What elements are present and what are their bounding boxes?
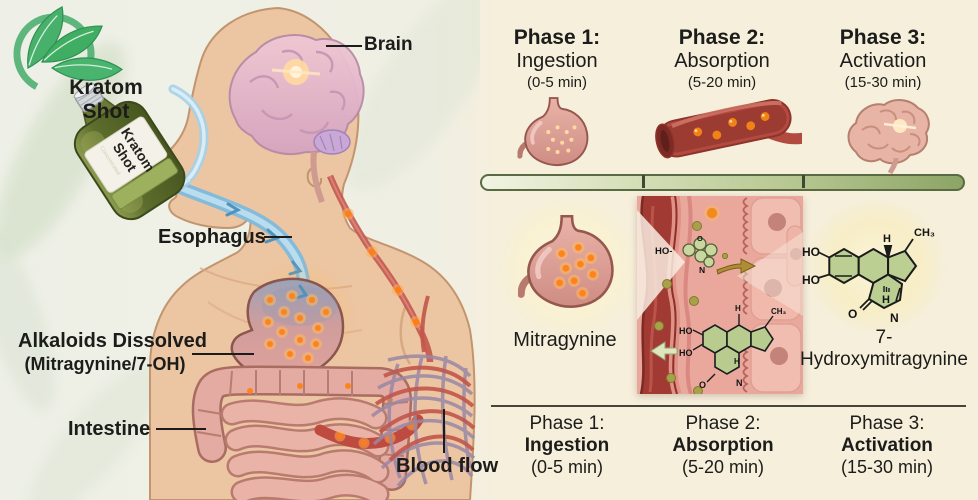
- timeline-divider-1: [642, 175, 645, 188]
- phase-2-summary-name: Absorption: [672, 435, 774, 456]
- phase-3-name: Activation: [839, 50, 927, 72]
- alkaloids-label-line1: Alkaloids Dissolved: [18, 330, 207, 352]
- body-illustration: Kratom Shot Concentrated: [0, 0, 480, 500]
- blood-flow-label: Blood flow: [396, 455, 499, 477]
- alkaloid-dots: [262, 290, 332, 364]
- brand-title-line1: Kratom: [69, 76, 143, 99]
- chem-n: N: [890, 311, 899, 325]
- panel2-h: H: [735, 304, 741, 313]
- phase-1-header: Phase 1: Ingestion (0-5 min): [472, 26, 642, 92]
- bottom-divider: [491, 405, 966, 407]
- alkaloids-leader-line: [192, 353, 254, 355]
- esophagus-label: Esophagus: [158, 226, 266, 248]
- absorption-panel: HO- O N HO HO H CH₃ H: [637, 195, 804, 396]
- panel2-h2: H: [734, 357, 740, 366]
- blood-flow-leader-line: [443, 409, 445, 453]
- panel2-ch3: CH₃: [771, 307, 787, 316]
- panel2-ho-bottom: HO: [679, 348, 693, 358]
- stomach-icon: [508, 95, 604, 169]
- timeline-divider-2: [802, 175, 805, 188]
- zoom-beam-right: [737, 232, 803, 316]
- phase-2-header: Phase 2: Absorption (5-20 min): [637, 26, 807, 92]
- phase-2-summary-time: (5-20 min): [681, 457, 765, 477]
- mitragynine-stomach-icon: [518, 212, 622, 312]
- chem-h-mid: H: [882, 294, 890, 306]
- kratom-bottle: Kratom Shot Concentrated: [73, 83, 209, 221]
- phase-1-title: Phase 1:: [513, 26, 601, 49]
- timeline-bar: [480, 174, 965, 191]
- alkaloids-label-line2: (Mitragynine/7-OH): [24, 354, 186, 374]
- conversion-arrow-icon: [650, 341, 678, 361]
- panel-n-label: N: [699, 265, 705, 275]
- phase-2-title: Phase 2:: [678, 26, 766, 49]
- absorption-arrow-icon: [716, 258, 757, 275]
- intestine-leader-line: [156, 428, 206, 430]
- chem-o: O: [848, 307, 857, 321]
- chem-h-top: H: [883, 233, 891, 245]
- phase-3-summary: Phase 3: Activation (15-30 min): [799, 413, 975, 478]
- panel-o-label: O: [697, 234, 703, 243]
- kratom-leaves-logo-icon: [13, 5, 124, 95]
- mitragynine-label: Mitragynine: [513, 329, 617, 351]
- phase-1-time: (0-5 min): [526, 74, 587, 91]
- seven-oh-label: 7-Hydroxymitragynine: [800, 327, 968, 370]
- panel2-n: N: [736, 378, 743, 388]
- phase-1-name: Ingestion: [516, 50, 598, 72]
- chem-ho-bottom: HO: [802, 273, 820, 287]
- phase-2-summary: Phase 2: Absorption (5-20 min): [635, 413, 811, 478]
- phase-1-summary-time: (0-5 min): [530, 457, 603, 477]
- panel2-ho-top: HO: [679, 326, 693, 336]
- brand-title: Kratom Shot: [58, 76, 154, 124]
- seven-oh-structure: HO HO H CH₃ H O N: [802, 227, 935, 325]
- phase-1-summary: Phase 1: Ingestion (0-5 min): [479, 413, 655, 478]
- panel-ho-label: HO-: [655, 246, 672, 257]
- brain-leader-line: [326, 45, 362, 47]
- stomach-art: [230, 260, 358, 380]
- phase-3-summary-title: Phase 3:: [849, 413, 925, 434]
- alkaloids-label: Alkaloids Dissolved (Mitragynine/7-OH): [18, 330, 207, 376]
- phase-1-summary-name: Ingestion: [524, 435, 610, 456]
- panel-molecule-top: HO- O N: [655, 234, 757, 275]
- phase-3-time: (15-30 min): [844, 74, 922, 91]
- blood-vessel-icon: [655, 99, 802, 159]
- brand-title-line2: Shot: [82, 100, 130, 123]
- panel2-o: O: [699, 380, 706, 390]
- panel-molecule-bottom: HO HO H CH₃ H O N: [650, 304, 787, 390]
- phase-2-summary-title: Phase 2:: [685, 413, 761, 434]
- brain-art: [228, 34, 365, 204]
- brain-icon: [847, 99, 930, 174]
- esophagus-leader-line: [264, 236, 292, 238]
- blood-vessel-art: [327, 174, 434, 363]
- phase-3-title: Phase 3:: [839, 26, 927, 49]
- chem-ch3: CH₃: [914, 227, 935, 239]
- phase-1-summary-title: Phase 1:: [529, 413, 605, 434]
- phase-2-time: (5-20 min): [687, 74, 757, 91]
- intestine-label: Intestine: [68, 418, 151, 440]
- phase-3-summary-time: (15-30 min): [840, 457, 934, 477]
- absorption-panel-art: HO- O N HO HO H CH₃ H: [637, 195, 804, 396]
- phase-3-header: Phase 3: Activation (15-30 min): [798, 26, 968, 92]
- brain-label: Brain: [364, 34, 413, 55]
- blood-flow-web-art: [314, 295, 476, 488]
- zoom-beam-left: [637, 210, 685, 320]
- phase-2-name: Absorption: [674, 50, 770, 72]
- phase-3-summary-name: Activation: [841, 435, 933, 456]
- chem-ho-top: HO: [802, 245, 820, 259]
